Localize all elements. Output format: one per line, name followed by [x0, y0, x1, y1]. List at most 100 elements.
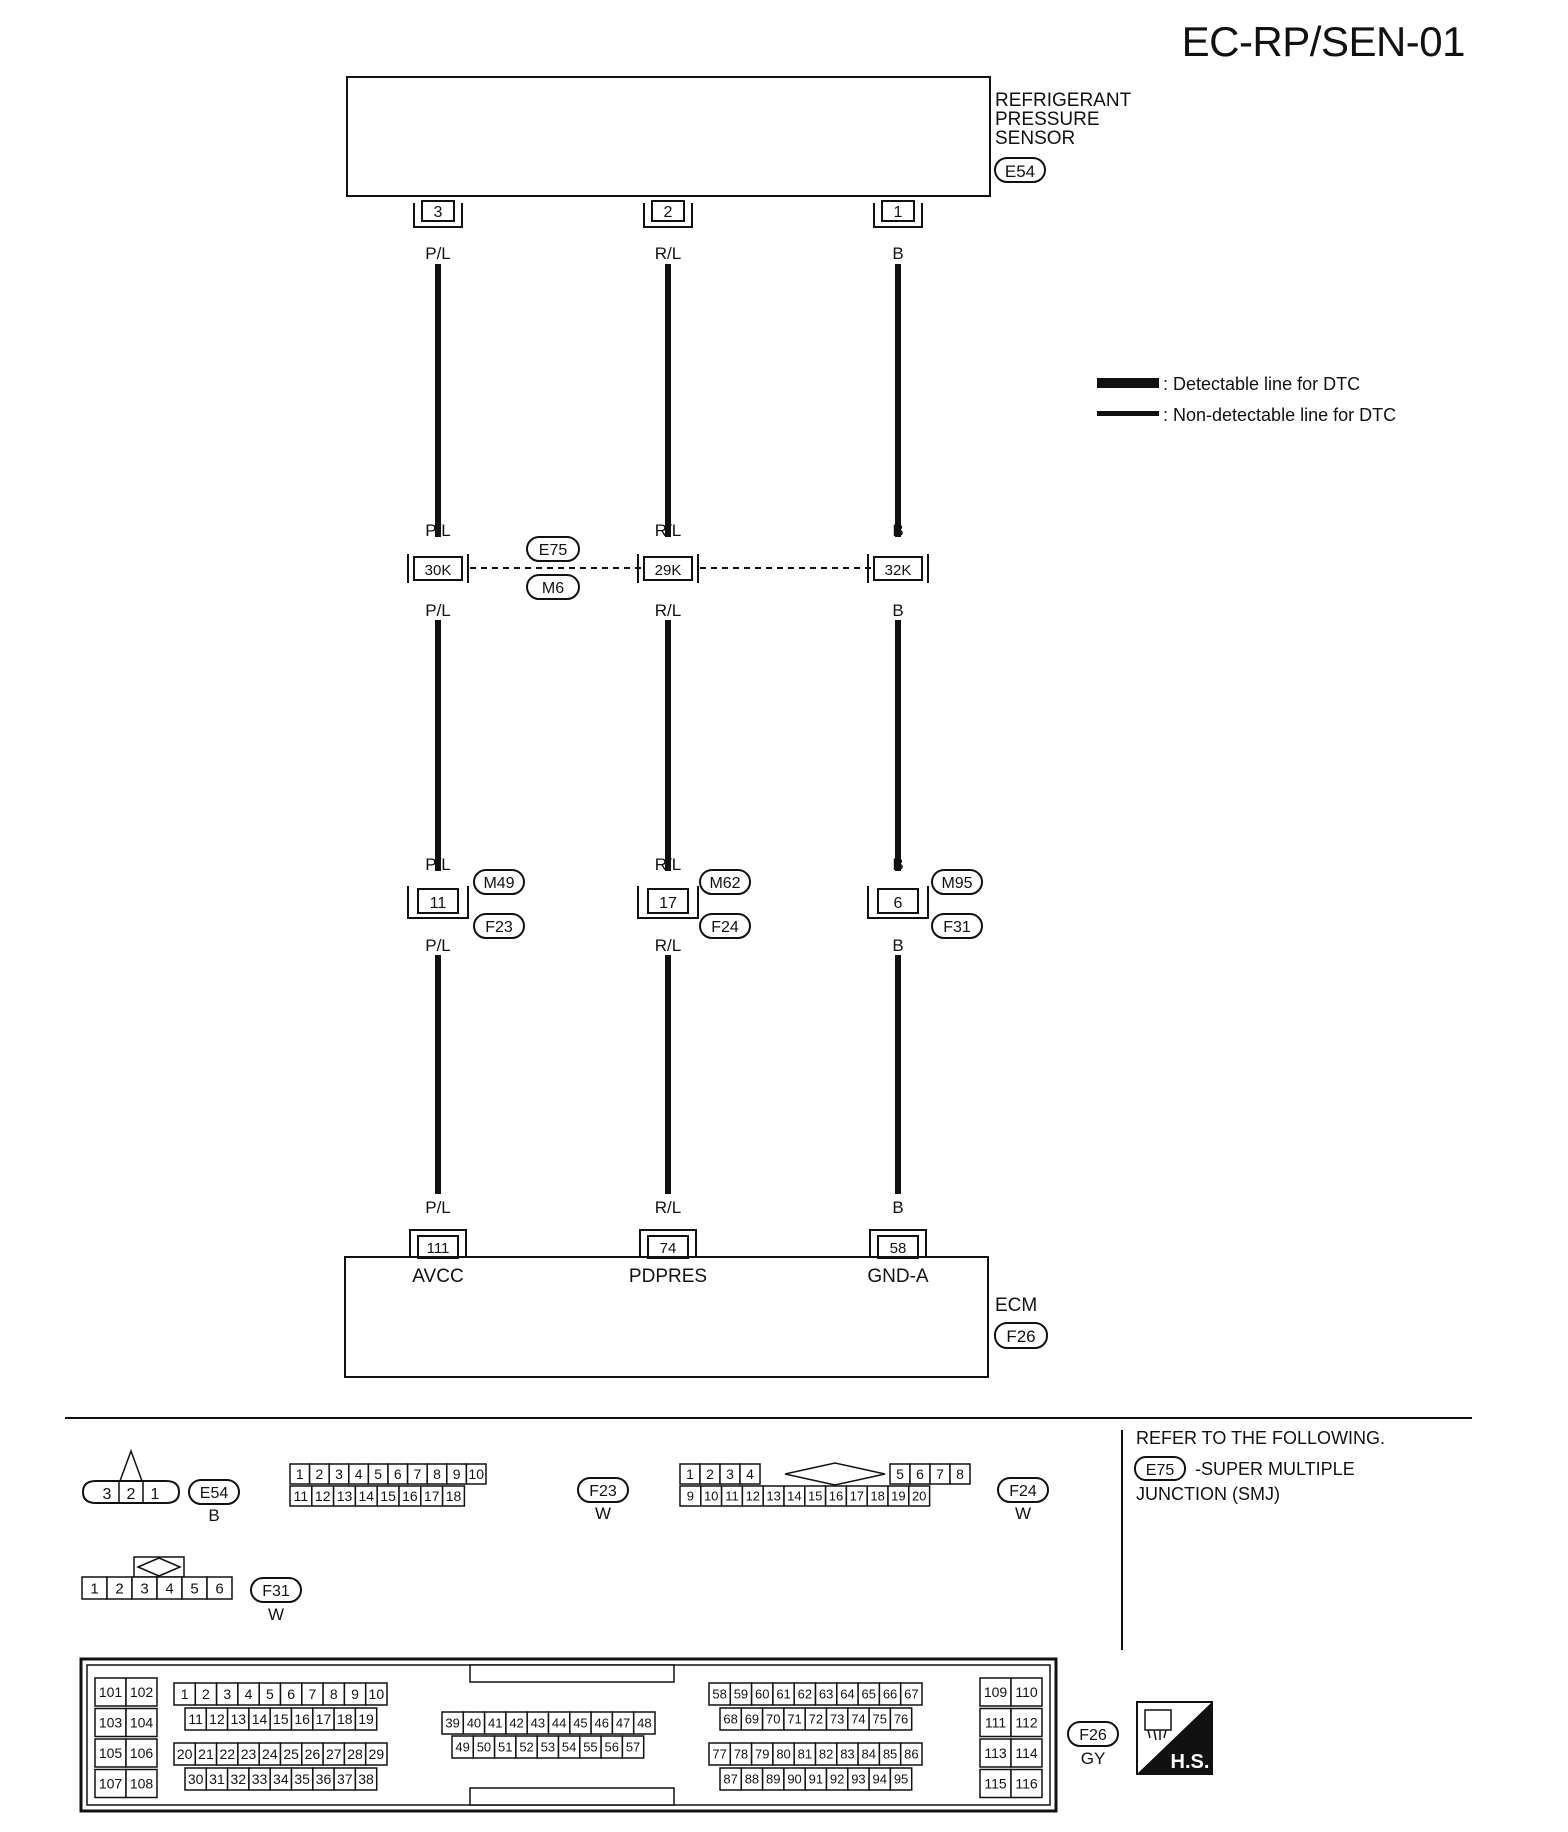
non-detectable-line-swatch: [1097, 411, 1159, 416]
f26-pin-29: [364, 1742, 388, 1766]
f26-pin-26-label: 26: [305, 1746, 321, 1762]
f26-pin-17-label: 17: [316, 1711, 332, 1727]
sensor-name-line-3: SENSOR: [995, 128, 1075, 149]
wire-circuit-1: 3 P/L P/L 30K P/L P/L 11 P/L M49 F23 P/L…: [407, 200, 525, 1259]
f24-pin-8-label: 8: [956, 1466, 964, 1482]
f26-pin-93-label: 93: [851, 1772, 865, 1787]
f26-pin-7-label: 7: [309, 1686, 317, 1702]
f26-pin-44-label: 44: [552, 1716, 566, 1731]
f24-view-id: F24: [1009, 1483, 1037, 1500]
sensor-pin-1: 1: [894, 204, 903, 221]
f26-pin-49-label: 49: [455, 1740, 469, 1755]
f26-pin-6-label: 6: [287, 1686, 295, 1702]
f26-pin-68-label: 68: [723, 1712, 737, 1727]
junction-pin-3: 32K: [885, 562, 912, 579]
f24-pin-19-label: 19: [891, 1489, 905, 1504]
f26-pin-78-label: 78: [734, 1747, 748, 1762]
ecm-connector-id: F26: [1006, 1327, 1035, 1346]
f24-pin-20: [908, 1485, 931, 1507]
wire-1-color-b: P/L: [425, 521, 451, 540]
f26-pin-3-label: 3: [223, 1686, 231, 1702]
wire-3-color-d: B: [892, 855, 903, 874]
wire-2-color-c: R/L: [655, 601, 681, 620]
f24-pin-16-label: 16: [829, 1489, 843, 1504]
wire-1-color-f: P/L: [425, 1198, 451, 1217]
f26-pin-67: [899, 1682, 923, 1706]
f26-pin-41-label: 41: [488, 1716, 502, 1731]
f26-pin-110-label: 110: [1015, 1684, 1038, 1700]
f24-pin-20-label: 20: [912, 1489, 926, 1504]
refrigerant-pressure-sensor: REFRIGERANT PRESSURE SENSOR E54: [346, 76, 1132, 197]
wire-2-color-b: R/L: [655, 521, 681, 540]
f26-pin-54-label: 54: [562, 1740, 576, 1755]
hs-badge-text: H.S.: [1171, 1751, 1210, 1773]
f26-pin-88-label: 88: [745, 1772, 759, 1787]
wire-circuit-2: 2 R/L R/L 29K R/L R/L 17 R/L M62 F24 R/L…: [637, 200, 751, 1259]
f26-pin-24-label: 24: [262, 1746, 278, 1762]
f24-pin-12-label: 12: [746, 1489, 760, 1504]
f26-pin-91-label: 91: [809, 1772, 823, 1787]
f31-pin-1-label: 1: [90, 1580, 98, 1597]
f26-pin-115: [979, 1768, 1012, 1799]
f26-pin-90-label: 90: [787, 1772, 801, 1787]
f23-view-id: F23: [589, 1483, 617, 1500]
sensor-pin-3: 3: [434, 204, 443, 221]
f26-pin-36-label: 36: [316, 1771, 332, 1787]
f26-pin-108: [125, 1768, 158, 1799]
f26-pin-112-label: 112: [1015, 1715, 1038, 1731]
reference-text-line-2: JUNCTION (SMJ): [1136, 1484, 1280, 1504]
f31-view-color: W: [268, 1605, 284, 1624]
f26-pin-89-label: 89: [766, 1772, 780, 1787]
f26-pin-40-label: 40: [467, 1716, 481, 1731]
f26-pin-86-label: 86: [904, 1747, 918, 1762]
f26-pin-38-label: 38: [358, 1771, 374, 1787]
f23-pin-10-label: 10: [468, 1466, 484, 1482]
f26-pin-30-label: 30: [188, 1771, 204, 1787]
f24-view-color: W: [1015, 1504, 1031, 1523]
joint-1-bottom-connector: F23: [485, 919, 513, 936]
f26-pin-42-label: 42: [509, 1716, 523, 1731]
f26-pin-50-label: 50: [477, 1740, 491, 1755]
f26-pin-23-label: 23: [241, 1746, 257, 1762]
f26-pin-116-label: 116: [1015, 1776, 1038, 1792]
f31-pin-2-label: 2: [115, 1580, 123, 1597]
f23-pin-4-label: 4: [355, 1466, 363, 1482]
f24-pin-7-label: 7: [936, 1466, 944, 1482]
f23-pin-8-label: 8: [433, 1466, 441, 1482]
f26-pin-53-label: 53: [541, 1740, 555, 1755]
f26-pin-28-label: 28: [347, 1746, 363, 1762]
f26-pin-72-label: 72: [809, 1712, 823, 1727]
f24-pin-4: [739, 1463, 761, 1485]
f26-pin-31-label: 31: [209, 1771, 225, 1787]
f26-pin-111: [979, 1707, 1012, 1738]
sensor-connector-id: E54: [1005, 162, 1035, 181]
f26-pin-22-label: 22: [219, 1746, 235, 1762]
f24-pin-6-label: 6: [916, 1466, 924, 1482]
joint-3-top-connector: M95: [941, 875, 972, 892]
f26-view-id: F26: [1079, 1727, 1107, 1744]
f26-pin-114-label: 114: [1015, 1745, 1038, 1761]
f26-pin-111-label: 111: [985, 1715, 1006, 1731]
f26-pin-81-label: 81: [798, 1747, 812, 1762]
f26-pin-20-label: 20: [177, 1746, 193, 1762]
f26-pin-86: [899, 1742, 923, 1766]
f26-pin-10: [364, 1682, 388, 1706]
f26-pin-47-label: 47: [616, 1716, 630, 1731]
f26-pin-103-label: 103: [99, 1715, 123, 1731]
wire-1-color-a: P/L: [425, 244, 451, 263]
f26-pin-19-label: 19: [358, 1711, 374, 1727]
f26-view-color: GY: [1081, 1749, 1106, 1768]
f24-pin-4-label: 4: [746, 1466, 754, 1482]
f26-pin-21-label: 21: [198, 1746, 214, 1762]
f26-pin-52-label: 52: [519, 1740, 533, 1755]
wire-3-color-f: B: [892, 1198, 903, 1217]
joint-1-top-connector: M49: [483, 875, 514, 892]
wire-1-color-d: P/L: [425, 855, 451, 874]
f23-pin-5-label: 5: [374, 1466, 382, 1482]
f31-pin-3-label: 3: [140, 1580, 148, 1597]
f26-pin-51-label: 51: [498, 1740, 512, 1755]
f24-pin-1-label: 1: [686, 1466, 694, 1482]
